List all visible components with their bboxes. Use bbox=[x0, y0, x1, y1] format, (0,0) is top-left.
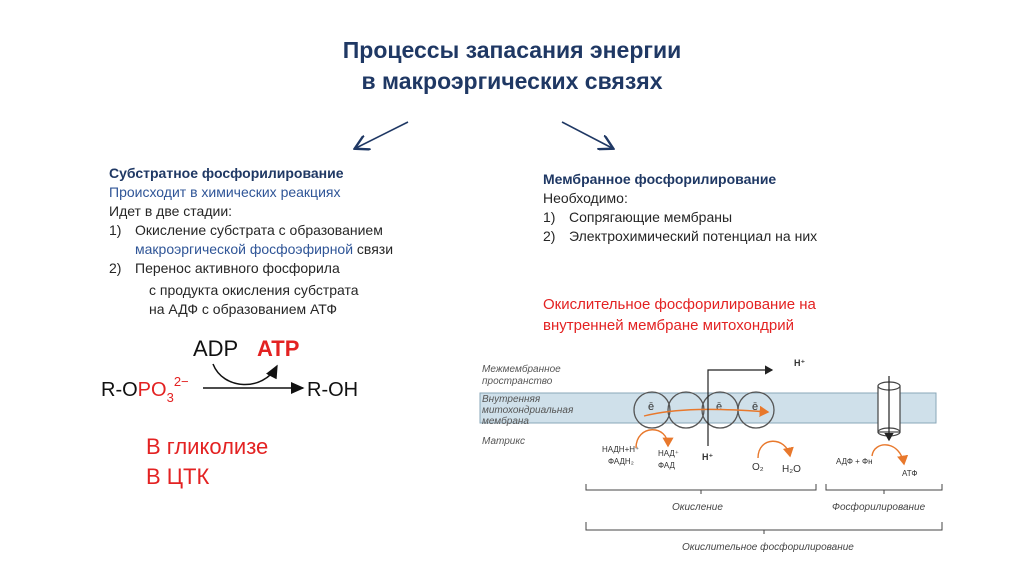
label-intermembrane-2: пространство bbox=[482, 376, 553, 387]
left-stages-intro: Идет в две стадии: bbox=[109, 203, 233, 219]
title-line-2: в макроэргических связях bbox=[361, 68, 663, 94]
electron-2: ē bbox=[716, 401, 722, 413]
where-tca: В ЦТК bbox=[146, 464, 210, 489]
right-item-2: 2) Электрохимический потенциал на них bbox=[543, 227, 817, 246]
label-inner-1: Внутренняя bbox=[482, 394, 541, 405]
nadh-oxidation-arrow bbox=[635, 429, 674, 449]
membrane-phosphorylation-block: Мембранное фосфорилирование Необходимо: … bbox=[543, 170, 817, 246]
reaction-curved-arrow bbox=[212, 363, 278, 386]
left-item-1-cont: макроэргической фосфоэфирной связи bbox=[109, 240, 393, 259]
reaction-reactant: R-OPO32− bbox=[101, 374, 189, 405]
nad-label: НАД⁺ bbox=[658, 449, 679, 458]
reaction-adp: ADP bbox=[193, 336, 238, 361]
fadh-label: ФАДН₂ bbox=[608, 457, 634, 466]
title-line-1: Процессы запасания энергии bbox=[342, 37, 682, 63]
page-title: Процессы запасания энергии в макроэргиче… bbox=[0, 35, 1024, 97]
right-item-1: 1) Сопрягающие мембраны bbox=[543, 208, 817, 227]
left-item-2-cont-2: на АДФ с образованием АТФ bbox=[149, 301, 337, 317]
mitochondrial-membrane-diagram: Межмембранное пространство Внутренняя ми… bbox=[479, 358, 943, 553]
left-item-2-num: 2) bbox=[109, 260, 122, 276]
label-oxidation: Окисление bbox=[672, 502, 723, 513]
proton-pump-arrow bbox=[707, 365, 774, 446]
left-item-2-cont-1: с продукта окисления субстрата bbox=[149, 282, 359, 298]
left-item-1-text: Окисление субстрата с образованием bbox=[135, 222, 383, 238]
left-item-1-blue: макроэргической фосфоэфирной bbox=[135, 241, 354, 257]
electron-3: ē bbox=[752, 401, 758, 413]
left-subtitle: Происходит в химических реакциях bbox=[109, 184, 341, 200]
adp-pn-label: АДФ + Фн bbox=[836, 457, 873, 466]
label-inner-3: мембрана bbox=[482, 415, 529, 427]
reaction-scheme: ADP ATP R-OPO32− R-OH bbox=[101, 336, 358, 405]
right-needed: Необходимо: bbox=[543, 190, 628, 206]
label-intermembrane-1: Межмембранное bbox=[482, 363, 561, 375]
right-item-2-text: Электрохимический потенциал на них bbox=[569, 228, 818, 244]
right-item-1-num: 1) bbox=[543, 209, 556, 225]
o2-label: O₂ bbox=[752, 462, 764, 473]
where-glycolysis: В гликолизе bbox=[146, 434, 269, 459]
electron-flow-arrow bbox=[643, 405, 770, 417]
h-plus-top: H⁺ bbox=[794, 358, 805, 368]
atf-label: АТФ bbox=[902, 469, 917, 478]
branch-arrows bbox=[340, 121, 640, 157]
left-item-2: 2) Перенос активного фосфорила bbox=[109, 259, 393, 278]
oxygen-reduction-arrow bbox=[757, 440, 794, 459]
label-phosphorylation: Фосфорилирование bbox=[832, 501, 926, 513]
oxidative-line-2: внутренней мембране митохондрий bbox=[543, 317, 795, 334]
brace-oxidative-phosphorylation bbox=[585, 522, 943, 534]
fad-label: ФАД bbox=[658, 461, 676, 470]
left-item-2-text: Перенос активного фосфорила bbox=[135, 260, 340, 276]
label-oxidative-phosphorylation: Окислительное фосфорилирование bbox=[682, 541, 854, 553]
label-inner-2: митохондриальная bbox=[482, 405, 574, 416]
left-heading: Субстратное фосфорилирование bbox=[109, 165, 344, 181]
nadh-label: НАДН+Н⁺ bbox=[602, 445, 639, 454]
substrate-phosphorylation-block: Субстратное фосфорилирование Происходит … bbox=[109, 164, 393, 319]
label-matrix: Матрикс bbox=[482, 436, 525, 447]
right-heading: Мембранное фосфорилирование bbox=[543, 171, 777, 187]
complex-circle-1 bbox=[633, 391, 671, 429]
oxidative-line-1: Окислительное фосфорилирование на bbox=[543, 296, 816, 313]
left-item-1: 1) Окисление субстрата с образованием bbox=[109, 221, 393, 240]
right-item-2-num: 2) bbox=[543, 228, 556, 244]
reaction-atp: ATP bbox=[257, 336, 299, 361]
arrow-right-branch bbox=[561, 121, 612, 148]
brace-phosphorylation bbox=[825, 484, 943, 494]
where-occurs: В гликолизе В ЦТК bbox=[146, 432, 268, 492]
h2o-label: H₂O bbox=[782, 464, 801, 475]
arrow-left-branch bbox=[356, 121, 409, 148]
right-item-1-text: Сопрягающие мембраны bbox=[569, 209, 733, 225]
reaction-product: R-OH bbox=[307, 379, 358, 401]
electron-1: ē bbox=[648, 401, 654, 413]
h-plus-matrix: H⁺ bbox=[702, 452, 713, 462]
left-item-1-rest: связи bbox=[353, 241, 394, 257]
atp-synthesis-arrow bbox=[871, 444, 909, 466]
oxidative-phosphorylation-note: Окислительное фосфорилирование на внутре… bbox=[543, 294, 816, 336]
brace-oxidation bbox=[585, 484, 817, 494]
left-item-1-num: 1) bbox=[109, 222, 122, 238]
